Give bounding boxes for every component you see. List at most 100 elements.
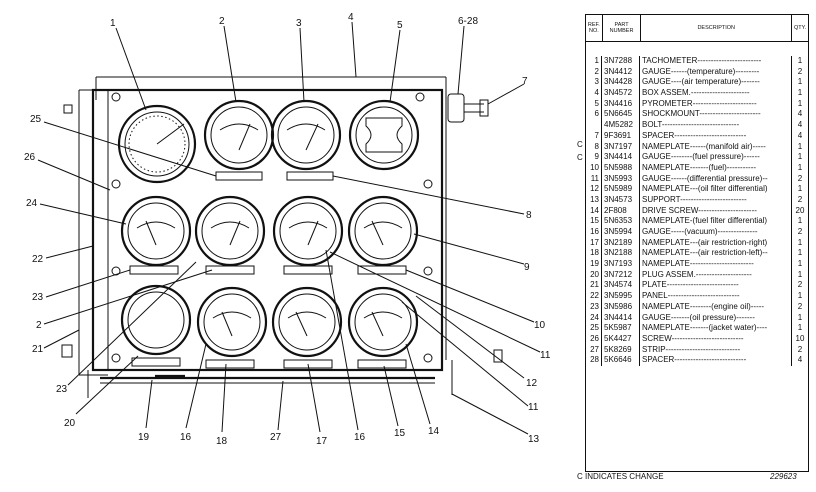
description-cell: SCREW--------------------------- [640,333,792,345]
leader-lines [37,21,541,435]
ref-cell: 14 [586,205,602,217]
part-number-cell: 3N4573 [602,194,640,206]
description-cell: NAMEPLATE-------(fuel)----------- [640,162,792,174]
callout-2: 2 [219,16,225,27]
description-cell: PLATE--------------------------- [640,280,792,292]
qty-cell: 4 [797,355,803,365]
qty-cell: 1 [797,98,803,108]
description-cell: PLUG ASSEM.--------------------- [640,269,792,281]
ref-cell: 25 [586,323,602,334]
qty-cell: 2 [797,194,803,204]
qty-cell: 2 [797,227,803,236]
ref-cell: 2 [586,66,602,78]
ref-cell: 27 [586,344,602,356]
part-number-cell: 3N5993 [602,173,640,185]
ref-cell: 3 [586,77,602,89]
qty-cell: 4 [797,120,803,130]
description-cell: NAMEPLATE---(air restriction-right) [640,237,792,249]
qty-cell: 1 [797,248,803,258]
part-number-cell: 3N4428 [602,77,640,89]
change-legend: C INDICATES CHANGE [577,472,664,481]
part-number-cell: 5K4427 [602,333,640,345]
part-number-cell: 5K5987 [602,323,640,334]
description-cell: BOLT----------------------------- [640,120,792,131]
ref-cell: 7 [586,130,602,142]
callout-3: 3 [296,18,302,29]
callout-24: 24 [26,198,38,209]
nameplate-engine-oil [205,265,255,275]
ref-cell: 15 [586,216,602,227]
callout-numbers: 1 2 3 4 5 6-28 7 25 26 24 22 23 2 21 23 … [24,12,551,447]
description-cell: NAMEPLATE------------------------ [640,259,792,270]
description-cell: NAMEPLATE---(air restriction-left)-- [640,248,792,260]
callout-23-lower: 23 [56,384,68,395]
ref-cell: 6 [586,109,602,121]
callout-22: 22 [32,254,44,265]
description-cell: GAUGE------(temperature)--------- [640,66,792,78]
qty-cell: 1 [797,141,803,151]
ref-cell: 5 [586,98,602,110]
ref-cell: 13 [586,194,602,206]
part-number-cell: 5K8269 [602,344,640,356]
part-number-cell: 3N5994 [602,227,640,238]
description-cell: STRIP---------------------------- [640,344,792,356]
part-number-cell: 5N5989 [602,184,640,195]
part-number-cell: 3N5995 [602,291,640,302]
description-cell: PANEL--------------------------- [640,291,792,302]
callout-19: 19 [138,432,150,443]
qty-cell: 1 [797,312,803,322]
callout-14: 14 [428,426,440,437]
callout-7: 7 [522,76,528,87]
qty-cell: 10 [795,333,805,343]
callout-11-upper: 11 [540,350,551,361]
part-number-cell: 4M5282 [602,120,640,131]
shockmount [447,93,465,123]
ref-cell: 24 [586,312,602,324]
nameplate-fuel-filter-differential [357,359,407,369]
qty-cell: 1 [797,77,803,87]
callout-25: 25 [30,114,42,125]
callout-1: 1 [110,18,116,29]
panel-box [61,76,503,398]
callout-20: 20 [64,418,76,429]
header-ref-no: REF. NO. [586,15,603,41]
qty-cell: 1 [797,269,803,279]
callout-13: 13 [528,434,540,445]
description-cell: SPACER--------------------------- [640,130,792,142]
nameplate-air-restriction-right [283,359,333,369]
ref-cell: 22 [586,291,602,302]
part-number-cell: 2F808 [602,205,640,217]
qty-cell: 4 [797,109,803,119]
ref-cell [586,120,602,131]
part-number-cell: 3N4416 [602,98,640,110]
tachometer [117,104,197,184]
description-cell: SUPPORT------------------------- [640,194,792,206]
description-cell: PYROMETER------------------------ [640,98,792,110]
part-number-cell: 3N7212 [602,269,640,281]
description-cell: GAUGE----(air temperature)------- [640,77,792,89]
figure-number: 229623 [770,472,797,481]
callout-5: 5 [397,20,403,31]
callout-9: 9 [524,262,530,273]
callout-18: 18 [216,436,228,447]
exploded-view-drawing: 1 2 3 4 5 6-28 7 25 26 24 22 23 2 21 23 … [24,12,551,447]
qty-cell: 2 [797,280,803,290]
change-mark-2: C [577,153,583,162]
part-number-cell: 3N7288 [602,56,640,67]
qty-cell: 2 [797,344,803,354]
